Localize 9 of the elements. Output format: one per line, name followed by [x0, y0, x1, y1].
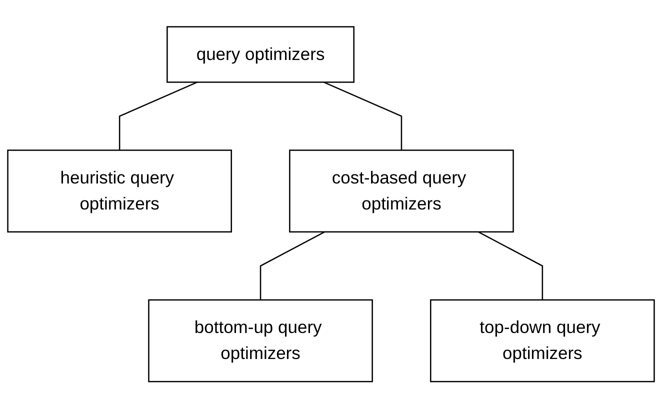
node-box: heuristic query optimizers: [7, 150, 232, 233]
connector: [260, 232, 325, 300]
node-box: bottom-up query optimizers: [148, 300, 373, 383]
node-box: cost-based query optimizers: [289, 150, 514, 233]
connector: [324, 82, 402, 151]
node-box: query optimizers: [166, 26, 354, 84]
connector: [118, 82, 198, 151]
node-box: top-down query optimizers: [430, 300, 655, 383]
connector: [478, 232, 544, 300]
